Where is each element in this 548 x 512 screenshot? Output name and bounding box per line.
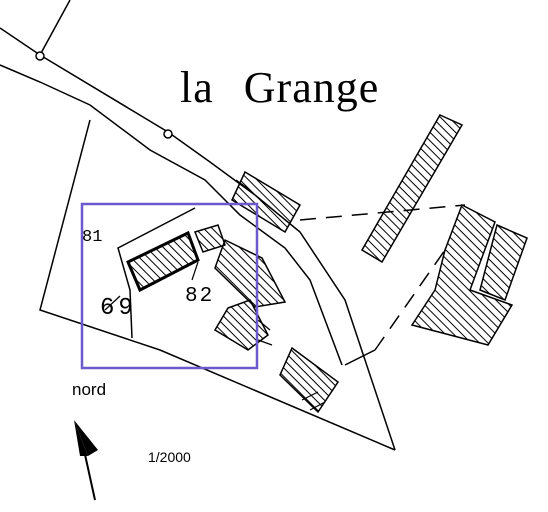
path-north xyxy=(39,0,71,56)
boundary-east xyxy=(344,349,376,366)
building-tall-diagonal xyxy=(360,114,464,264)
scale-label: 1/2000 xyxy=(148,449,191,465)
circle-marker-icon xyxy=(35,51,45,61)
building-small-69-east xyxy=(194,224,226,253)
road-markers xyxy=(35,51,173,139)
building-mid-south xyxy=(213,299,269,351)
place-name-word1: la xyxy=(180,63,214,112)
building-82 xyxy=(214,238,287,308)
parcel-boundaries xyxy=(39,119,396,451)
building-69-outline xyxy=(126,230,200,293)
circle-marker-icon xyxy=(163,129,173,139)
boundary-inner xyxy=(117,207,196,339)
parcel-number-81: 81 xyxy=(82,228,103,247)
parcel-number-82: 82 xyxy=(185,285,215,308)
parcel-number-69: 69 xyxy=(100,295,137,322)
road xyxy=(0,0,396,451)
building-near-road-top xyxy=(231,170,302,234)
annotation-ticks xyxy=(104,179,326,411)
building-69 xyxy=(127,231,199,292)
boundary-west xyxy=(39,119,396,451)
dashed-line-lower xyxy=(374,249,446,351)
road-edge-lower xyxy=(0,64,343,366)
place-name-word2: Grange xyxy=(243,63,380,112)
place-name: la Grange xyxy=(180,62,379,113)
north-label: nord xyxy=(72,380,107,399)
dashed-limits xyxy=(299,204,466,351)
building-south xyxy=(279,346,340,414)
highlight-rectangle xyxy=(80,202,259,370)
north-arrow-icon xyxy=(74,420,98,501)
road-edge-upper xyxy=(0,27,396,451)
dashed-line-upper xyxy=(299,204,466,221)
building-east-l xyxy=(410,203,514,346)
building-east-annex xyxy=(479,223,528,301)
